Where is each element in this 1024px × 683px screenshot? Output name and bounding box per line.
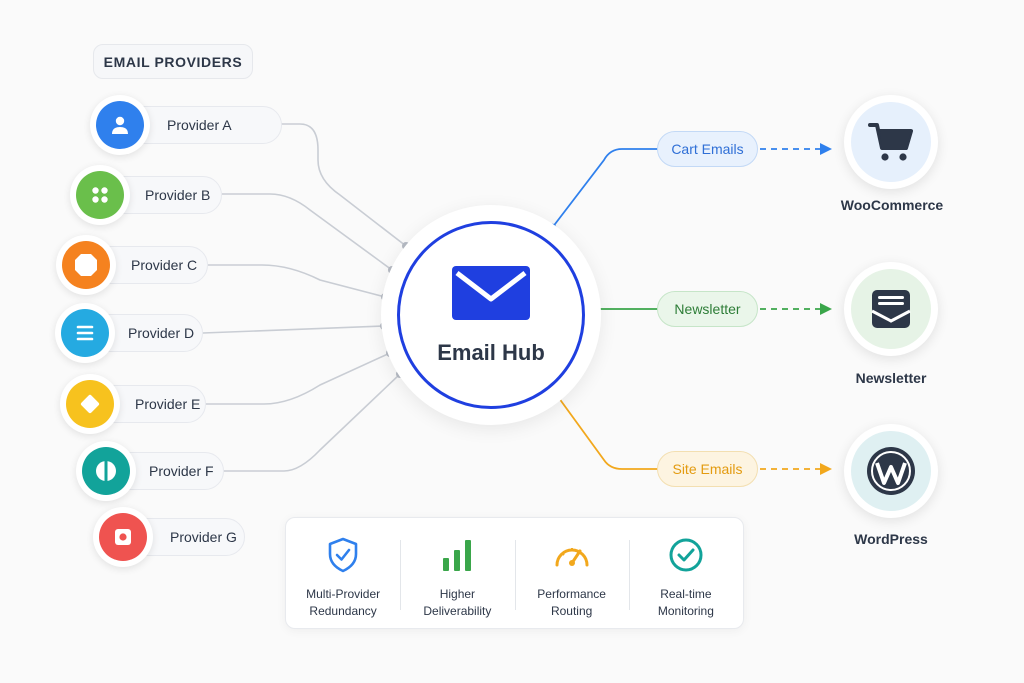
check-circle-icon [668, 536, 704, 574]
feature-redundancy: Multi-Provider Redundancy [286, 518, 400, 628]
square-target-icon [99, 513, 147, 561]
diamond-icon [66, 380, 114, 428]
feature-line: Higher [439, 587, 476, 601]
feature-text: Performance Routing [522, 586, 622, 620]
dest-woocommerce[interactable] [844, 95, 938, 189]
speedometer-icon [553, 536, 591, 574]
feature-text: Multi-Provider Redundancy [293, 586, 393, 620]
dest-label-newsletter: Newsletter [855, 370, 927, 386]
provider-c[interactable]: Provider C [56, 235, 256, 295]
newsletter-icon [851, 269, 931, 349]
bar-chart-icon [441, 536, 473, 574]
octagon-icon [62, 241, 110, 289]
route-arrowhead-site [820, 463, 832, 475]
route-site-emails[interactable]: Site Emails [657, 451, 758, 487]
feature-text: Higher Deliverability [407, 586, 507, 620]
feature-line: Deliverability [423, 604, 492, 618]
provider-badge [76, 441, 136, 501]
provider-badge [93, 507, 153, 567]
provider-d[interactable]: Provider D [55, 303, 255, 363]
dest-wordpress[interactable] [844, 424, 938, 518]
provider-b[interactable]: Provider B [70, 165, 270, 225]
dest-newsletter[interactable] [844, 262, 938, 356]
feature-line: Multi-Provider [306, 587, 381, 601]
connector-provider-d [202, 325, 385, 334]
feature-line: Real-time [660, 587, 712, 601]
email-hub[interactable]: Email Hub [397, 221, 585, 409]
route-line-site [555, 393, 658, 470]
features-panel: Multi-Provider Redundancy Higher Deliver… [285, 517, 744, 629]
feature-text: Real-time Monitoring [636, 586, 736, 620]
feature-line: Monitoring [657, 604, 714, 618]
route-cart-emails[interactable]: Cart Emails [657, 131, 758, 167]
hub-label: Email Hub [437, 339, 545, 365]
connector-provider-c [208, 264, 386, 298]
route-arrowhead-newsletter [820, 303, 832, 315]
feature-line: Redundancy [309, 604, 377, 618]
connector-provider-f [224, 373, 401, 472]
provider-badge [70, 165, 130, 225]
feature-routing: Performance Routing [514, 518, 629, 628]
envelope-icon [451, 265, 531, 326]
dest-label-woocommerce: WooCommerce [840, 197, 944, 213]
feature-line: Performance [537, 587, 606, 601]
provider-f[interactable]: Provider F [76, 441, 276, 501]
feature-line: Routing [550, 604, 593, 618]
route-line-cart [551, 148, 658, 229]
person-icon [96, 101, 144, 149]
connector-provider-b [222, 193, 393, 271]
provider-badge [56, 235, 116, 295]
wordpress-icon [851, 431, 931, 511]
provider-g[interactable]: Provider G [93, 507, 293, 567]
route-newsletter[interactable]: Newsletter [657, 291, 758, 327]
shield-check-icon [327, 536, 359, 574]
section-title: EMAIL PROVIDERS [93, 44, 253, 79]
provider-label: Provider A [124, 106, 282, 144]
connector-provider-e [206, 352, 391, 405]
connector-provider-a [248, 123, 407, 247]
dest-label-wordpress: WordPress [854, 531, 928, 547]
four-dots-icon [76, 171, 124, 219]
provider-badge [90, 95, 150, 155]
provider-a[interactable]: Provider A [90, 95, 290, 155]
provider-e[interactable]: Provider E [60, 374, 260, 434]
feature-deliverability: Higher Deliverability [400, 518, 514, 628]
provider-badge [60, 374, 120, 434]
split-circle-icon [82, 447, 130, 495]
route-arrowhead-cart [820, 143, 832, 155]
feature-monitoring: Real-time Monitoring [628, 518, 743, 628]
lines-icon [61, 309, 109, 357]
provider-badge [55, 303, 115, 363]
cart-icon [851, 102, 931, 182]
